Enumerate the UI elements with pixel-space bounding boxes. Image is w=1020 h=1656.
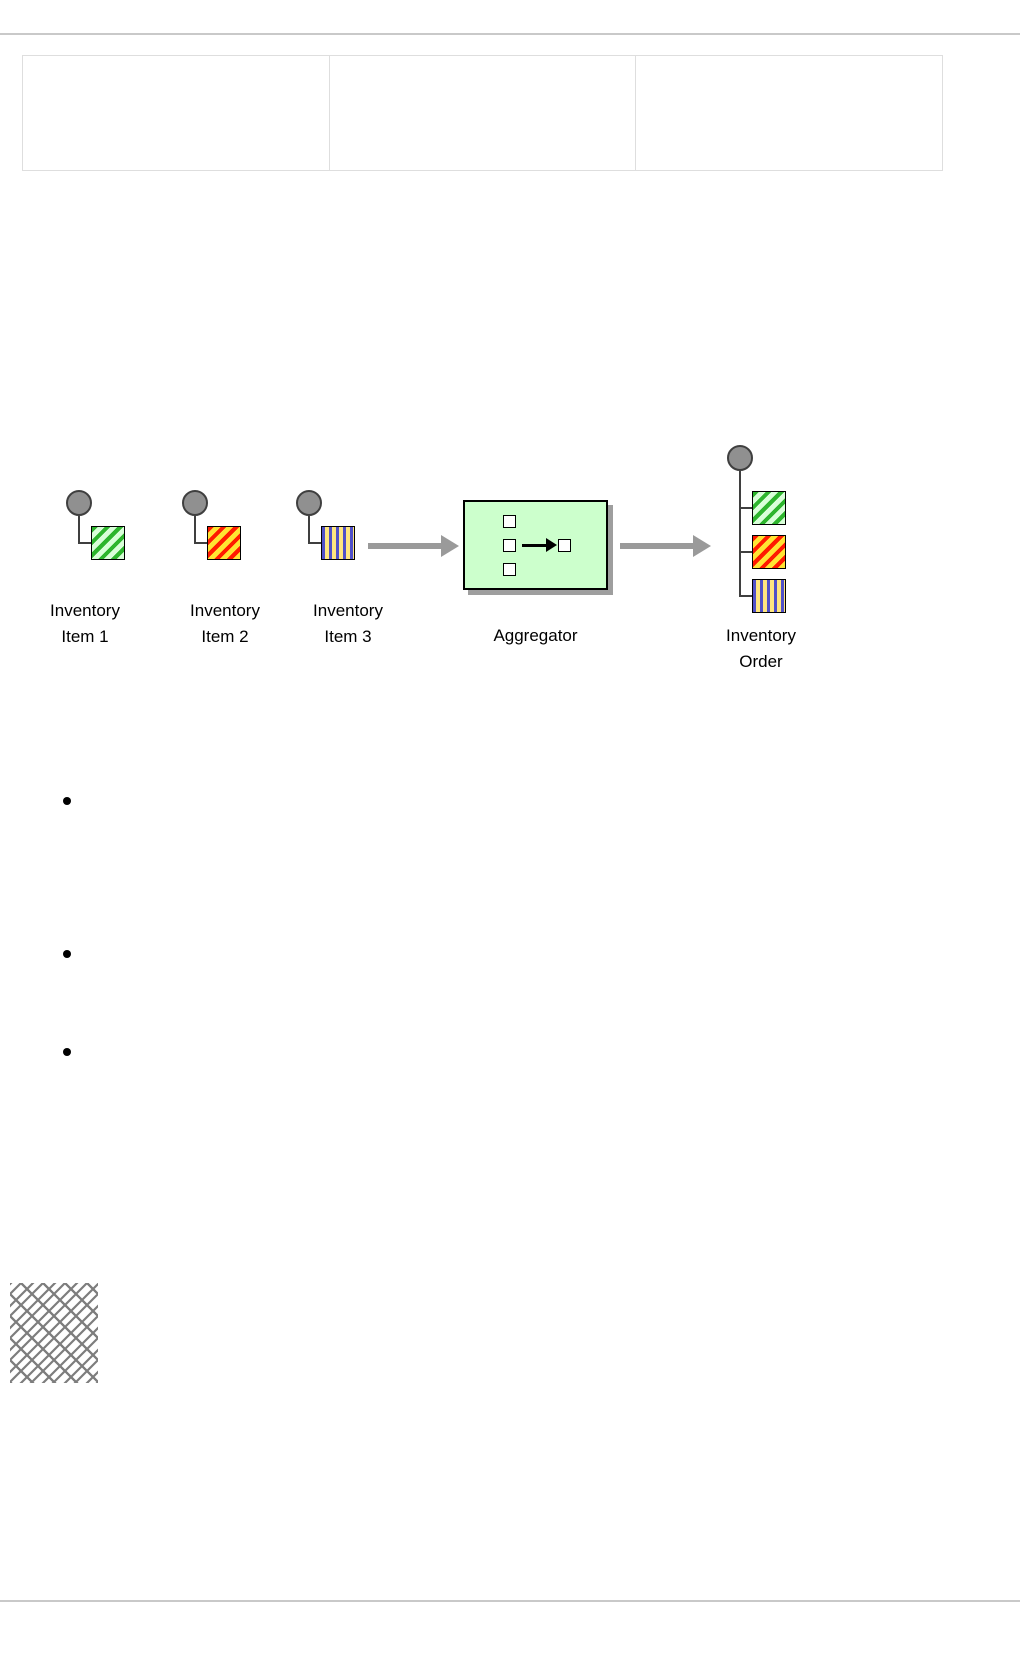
bullet-point [63,950,71,958]
green-striped-square-icon [752,491,786,525]
red-yellow-striped-square-icon [207,526,241,560]
lattice-pattern-svg [10,1283,98,1383]
header-nav-cell-2 [328,55,637,171]
green-striped-square-icon [91,526,125,560]
inventory-order-label: Inventory Order [726,626,796,671]
blue-striped-square-icon [752,579,786,613]
inventory-item-1-figure [66,490,136,570]
blue-striped-square-icon [321,526,355,560]
flow-arrow-shaft [620,543,694,549]
inventory-item-1-label: Inventory Item 1 [50,601,120,646]
flow-arrow-head-icon [441,535,459,557]
connector-line [308,542,322,544]
inventory-item-2-figure [182,490,252,570]
message-circle-icon [296,490,322,516]
header-nav-table [22,55,943,171]
connector-line [78,542,92,544]
bottom-divider-rule [0,1600,1020,1602]
connector-line [739,551,753,553]
bullet-point [63,797,71,805]
lattice-pattern-image [10,1283,98,1388]
top-divider-rule [0,33,1020,35]
inventory-item-3-label: Inventory Item 3 [313,601,383,646]
small-message-square-icon [503,563,516,576]
connector-line [308,516,310,544]
connector-line [739,595,753,597]
connector-line [194,542,208,544]
header-nav-cell-3 [635,55,943,171]
aggregator-eip-diagram: Inventory Item 1 Inventory Item 2 Invent… [0,440,1020,730]
small-message-square-icon [503,539,516,552]
inventory-item-2-label: Inventory Item 2 [190,601,260,646]
header-nav-cell-1 [22,55,330,171]
small-message-square-icon [503,515,516,528]
aggregate-arrow-head-icon [546,538,557,552]
message-circle-icon [727,445,753,471]
message-circle-icon [66,490,92,516]
connector-line [739,471,741,597]
header-nav-row [22,55,943,171]
aggregator-box [463,500,608,590]
flow-arrow-head-icon [693,535,711,557]
aggregator-label: Aggregator [493,626,578,645]
red-yellow-striped-square-icon [752,535,786,569]
connector-line [78,516,80,544]
aggregate-arrow-shaft [522,544,547,547]
aggregated-message-square-icon [558,539,571,552]
bullet-point [63,1048,71,1056]
flow-arrow-shaft [368,543,442,549]
inventory-order-figure [714,445,804,620]
connector-line [194,516,196,544]
message-circle-icon [182,490,208,516]
inventory-item-3-figure [296,490,366,570]
connector-line [739,507,753,509]
